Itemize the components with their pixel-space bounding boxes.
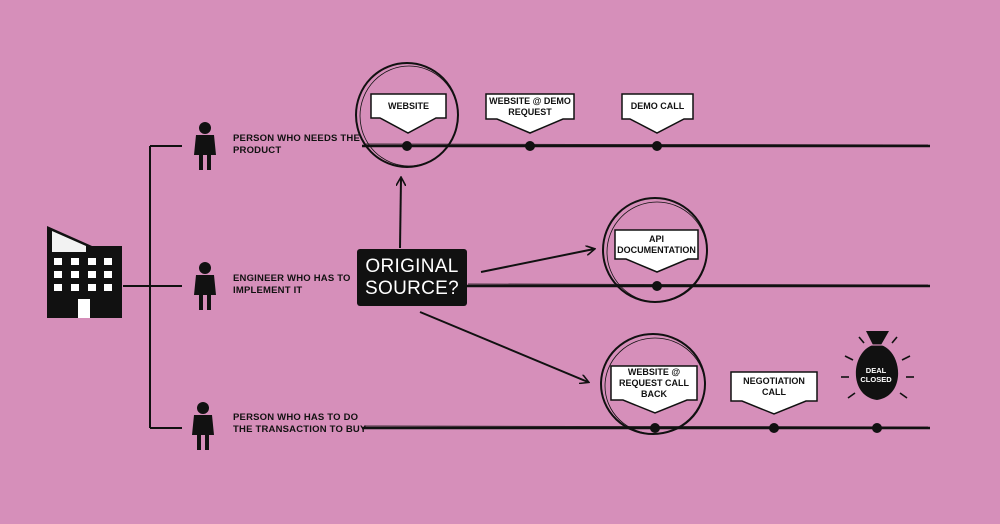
tag-website: WEBSITE [387, 100, 429, 111]
tag-shape [614, 229, 699, 273]
tag-api-documentation: API DOCUMENTATION [617, 233, 696, 255]
money-bag-icon [841, 331, 914, 400]
timeline-2 [466, 283, 930, 288]
deal-closed-label: DEAL CLOSED [860, 366, 892, 384]
person-label-engineer: ENGINEER WHO HAS TO IMPLEMENT IT [233, 273, 351, 296]
highlight-circle [602, 197, 708, 303]
tag-shape [485, 93, 575, 134]
timeline-dots [402, 141, 882, 433]
highlight-circle [600, 333, 706, 435]
person-icon [192, 402, 214, 450]
person-label-buyer-need: PERSON WHO NEEDS THE PRODUCT [233, 133, 360, 156]
office-building-icon [47, 226, 122, 318]
person-label-transaction: PERSON WHO HAS TO DO THE TRANSACTION TO … [233, 412, 367, 435]
tag-negotiation-call: NEGOTIATION CALL [743, 375, 805, 397]
tag-demo-call: DEMO CALL [630, 101, 685, 111]
timeline-3 [362, 425, 930, 430]
tag-shape [610, 365, 698, 414]
timeline-1 [362, 143, 930, 148]
tag-website-demo-request: WEBSITE @ DEMO REQUEST [489, 95, 571, 117]
tag-shape [621, 93, 694, 134]
tag-shape [730, 371, 818, 415]
highlight-circle [355, 62, 459, 168]
tag-website-request-callback: WEBSITE @ REQUEST CALL BACK [618, 366, 689, 399]
arrow [400, 178, 594, 382]
person-icon [194, 262, 216, 310]
original-source-box: ORIGINAL SOURCE? [357, 249, 467, 306]
org-bracket [123, 145, 182, 429]
tag-shape [370, 93, 447, 134]
person-icon [194, 122, 216, 170]
